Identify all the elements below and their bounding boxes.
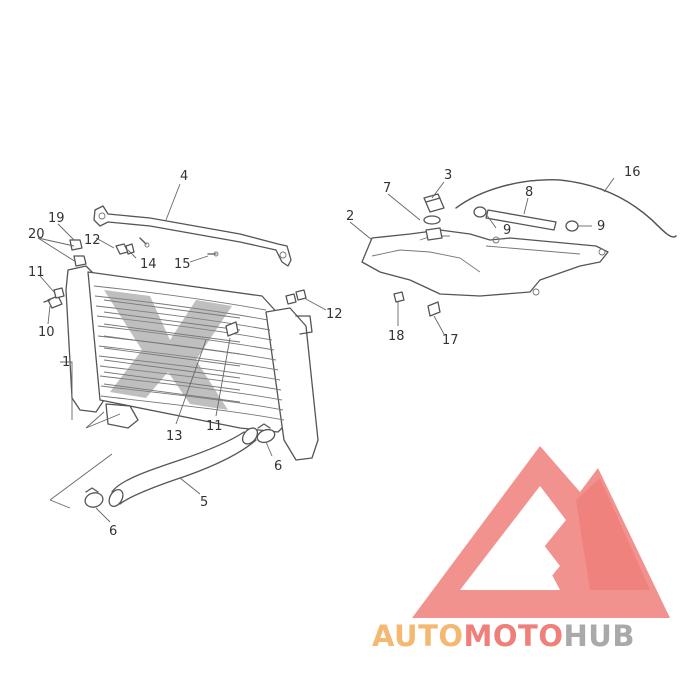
- callout-20: 20: [28, 227, 45, 242]
- tank-nut-17-icon: [427, 301, 441, 317]
- callout-9-left: 9: [503, 223, 511, 238]
- callout-5: 5: [200, 495, 208, 510]
- cap-gasket-icon: [423, 215, 441, 225]
- callout-17: 17: [442, 333, 459, 348]
- watermark-hub: HUB: [564, 619, 635, 653]
- callout-13: 13: [166, 429, 183, 444]
- radiator-hardware: [43, 237, 307, 337]
- hose-clamp-6-lower-icon: [84, 487, 104, 508]
- watermark-moto: MOTO: [464, 619, 564, 653]
- callout-6-upper: 6: [274, 459, 282, 474]
- callout-18: 18: [388, 329, 405, 344]
- callout-19: 19: [48, 211, 65, 226]
- callout-11-left: 11: [28, 265, 45, 280]
- screw-12-left-icon: [115, 243, 135, 255]
- callout-3: 3: [444, 168, 452, 183]
- watermark-logo-icon: [412, 446, 670, 618]
- svg-text:AUTOMOTOHUB: AUTOMOTOHUB: [372, 619, 635, 653]
- callout-1: 1: [62, 355, 70, 370]
- hose-clamp-6-upper-icon: [256, 423, 276, 444]
- hose-clamp-9-left-icon: [473, 206, 487, 218]
- callout-8: 8: [525, 185, 533, 200]
- callout-labels: 1 2 3 4 5 6 6 7 8 9 9 10 11 11 12 12 13 …: [28, 165, 641, 539]
- screw-12-right-icon: [285, 289, 307, 305]
- expansion-tank-part: [361, 227, 609, 297]
- callout-16: 16: [624, 165, 641, 180]
- breather-hose-16-part: [455, 179, 677, 238]
- callout-12-right: 12: [326, 307, 343, 322]
- upper-bracket-part: [93, 205, 292, 267]
- callout-11-right: 11: [206, 419, 223, 434]
- tank-cap-icon: [423, 193, 445, 213]
- screw-14-icon: [139, 237, 150, 248]
- screw-15-icon: [207, 251, 219, 257]
- callout-9-right: 9: [597, 219, 605, 234]
- callout-6-lower: 6: [109, 524, 117, 539]
- hose-clamp-9-right-icon: [565, 220, 579, 232]
- callout-4: 4: [180, 169, 188, 184]
- callout-15: 15: [174, 257, 191, 272]
- short-hose-8-part: [485, 209, 557, 231]
- bolt-20-icon: [73, 255, 87, 267]
- bolt-10-icon: [43, 295, 63, 309]
- radiator-part: [65, 265, 319, 461]
- callout-12-left: 12: [84, 233, 101, 248]
- bolt-11-icon: [53, 287, 65, 299]
- callout-7: 7: [383, 181, 391, 196]
- lower-hose-part: [108, 427, 259, 508]
- watermark-brand: AUTOMOTOHUB: [372, 619, 635, 653]
- callout-10: 10: [38, 325, 55, 340]
- callout-2: 2: [346, 209, 354, 224]
- screw-11-right-icon: [225, 321, 239, 337]
- watermark-auto: AUTO: [372, 619, 464, 653]
- callout-14: 14: [140, 257, 157, 272]
- bolt-19-icon: [69, 239, 83, 251]
- tank-screw-18-icon: [393, 291, 405, 303]
- callout-leaders: [37, 177, 615, 523]
